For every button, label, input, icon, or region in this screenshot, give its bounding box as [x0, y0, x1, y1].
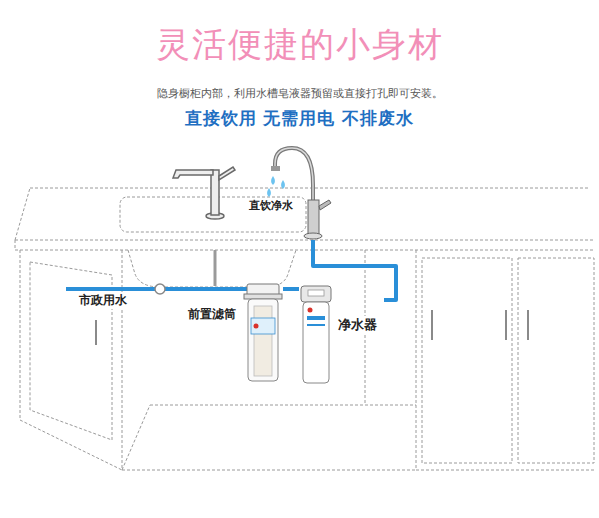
node-shape: [245, 140, 337, 240]
node-label: 直饮净水: [248, 198, 294, 213]
feature-line: 直接饮用 无需用电 不排废水: [0, 107, 599, 130]
prefilter-node: 前置滤筒: [187, 284, 283, 384]
purifier-node: 净水器: [299, 286, 384, 386]
node-label: 前置滤筒: [187, 306, 237, 323]
faucet-node: 直饮净水: [245, 140, 337, 240]
node-label: 净水器: [337, 316, 378, 334]
node-shape: [299, 286, 384, 386]
subtitle: 隐身橱柜内部，利用水槽皂液器预留或直接打孔即可安装。: [0, 86, 599, 101]
water-pipe: [283, 287, 299, 291]
title: 灵活便捷的小身材: [0, 22, 599, 68]
node-shape: [187, 284, 283, 384]
pipe-label: 市政用水: [78, 292, 128, 309]
